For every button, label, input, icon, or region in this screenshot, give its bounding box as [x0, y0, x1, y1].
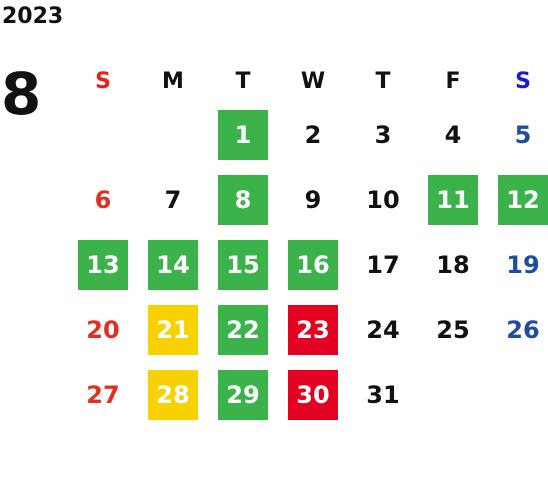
day-31[interactable]: 31: [366, 380, 400, 409]
day-6[interactable]: 6: [94, 185, 112, 214]
day-16-green-marked[interactable]: 16: [288, 239, 338, 290]
day-3[interactable]: 3: [374, 120, 392, 149]
day-20[interactable]: 20: [86, 315, 120, 344]
day-19[interactable]: 19: [506, 250, 540, 279]
day-18[interactable]: 18: [436, 250, 470, 279]
day-cell[interactable]: 27: [68, 362, 138, 427]
day-22-green-marked[interactable]: 22: [218, 304, 268, 355]
calendar-month: 8: [1, 60, 42, 128]
empty-day-cell: [138, 102, 208, 167]
day-cell[interactable]: 11: [418, 167, 488, 232]
weekday-header-sun: S: [95, 68, 111, 94]
day-cell[interactable]: 31: [348, 362, 418, 427]
day-8-green-marked[interactable]: 8: [218, 174, 268, 225]
day-10[interactable]: 10: [366, 185, 400, 214]
day-cell[interactable]: 26: [488, 297, 548, 362]
day-cell[interactable]: 21: [138, 297, 208, 362]
day-cell[interactable]: 18: [418, 232, 488, 297]
day-cell[interactable]: 24: [348, 297, 418, 362]
day-cell[interactable]: 9: [278, 167, 348, 232]
empty-day-cell: [68, 102, 138, 167]
weekday-header-thu: T: [375, 68, 391, 94]
day-4[interactable]: 4: [444, 120, 462, 149]
day-30-red-marked[interactable]: 30: [288, 369, 338, 420]
day-5[interactable]: 5: [514, 120, 532, 149]
day-cell[interactable]: 15: [208, 232, 278, 297]
day-23-red-marked[interactable]: 23: [288, 304, 338, 355]
day-1-green-marked[interactable]: 1: [218, 109, 268, 160]
calendar-year: 2023: [2, 4, 64, 29]
day-cell[interactable]: 3: [348, 102, 418, 167]
day-25[interactable]: 25: [436, 315, 470, 344]
day-cell[interactable]: 2: [278, 102, 348, 167]
day-cell[interactable]: 7: [138, 167, 208, 232]
day-cell[interactable]: 20: [68, 297, 138, 362]
day-cell[interactable]: 29: [208, 362, 278, 427]
day-27[interactable]: 27: [86, 380, 120, 409]
day-cell[interactable]: 13: [68, 232, 138, 297]
day-cell[interactable]: 10: [348, 167, 418, 232]
day-28-yellow-marked[interactable]: 28: [148, 369, 198, 420]
day-cell[interactable]: 1: [208, 102, 278, 167]
day-cell[interactable]: 17: [348, 232, 418, 297]
weekday-header-tue: T: [235, 68, 251, 94]
weekday-header-fri: F: [445, 68, 461, 94]
day-2[interactable]: 2: [304, 120, 322, 149]
day-17[interactable]: 17: [366, 250, 400, 279]
day-11-green-marked[interactable]: 11: [428, 174, 478, 225]
day-cell[interactable]: 30: [278, 362, 348, 427]
day-9[interactable]: 9: [304, 185, 322, 214]
day-15-green-marked[interactable]: 15: [218, 239, 268, 290]
day-cell[interactable]: 28: [138, 362, 208, 427]
day-cell[interactable]: 22: [208, 297, 278, 362]
day-cell[interactable]: 23: [278, 297, 348, 362]
weekday-header-sat: S: [515, 68, 531, 94]
day-cell[interactable]: 19: [488, 232, 548, 297]
day-cell[interactable]: 25: [418, 297, 488, 362]
weekday-header-mon: M: [162, 68, 184, 94]
day-29-green-marked[interactable]: 29: [218, 369, 268, 420]
day-26[interactable]: 26: [506, 315, 540, 344]
day-cell[interactable]: 5: [488, 102, 548, 167]
day-cell[interactable]: 16: [278, 232, 348, 297]
day-24[interactable]: 24: [366, 315, 400, 344]
day-cell[interactable]: 12: [488, 167, 548, 232]
day-21-yellow-marked[interactable]: 21: [148, 304, 198, 355]
day-cell[interactable]: 4: [418, 102, 488, 167]
day-cell[interactable]: 14: [138, 232, 208, 297]
day-7[interactable]: 7: [164, 185, 182, 214]
day-13-green-marked[interactable]: 13: [78, 239, 128, 290]
day-cell[interactable]: 8: [208, 167, 278, 232]
day-cell[interactable]: 6: [68, 167, 138, 232]
day-12-green-marked[interactable]: 12: [498, 174, 548, 225]
weekday-header-wed: W: [300, 68, 326, 94]
day-14-green-marked[interactable]: 14: [148, 239, 198, 290]
